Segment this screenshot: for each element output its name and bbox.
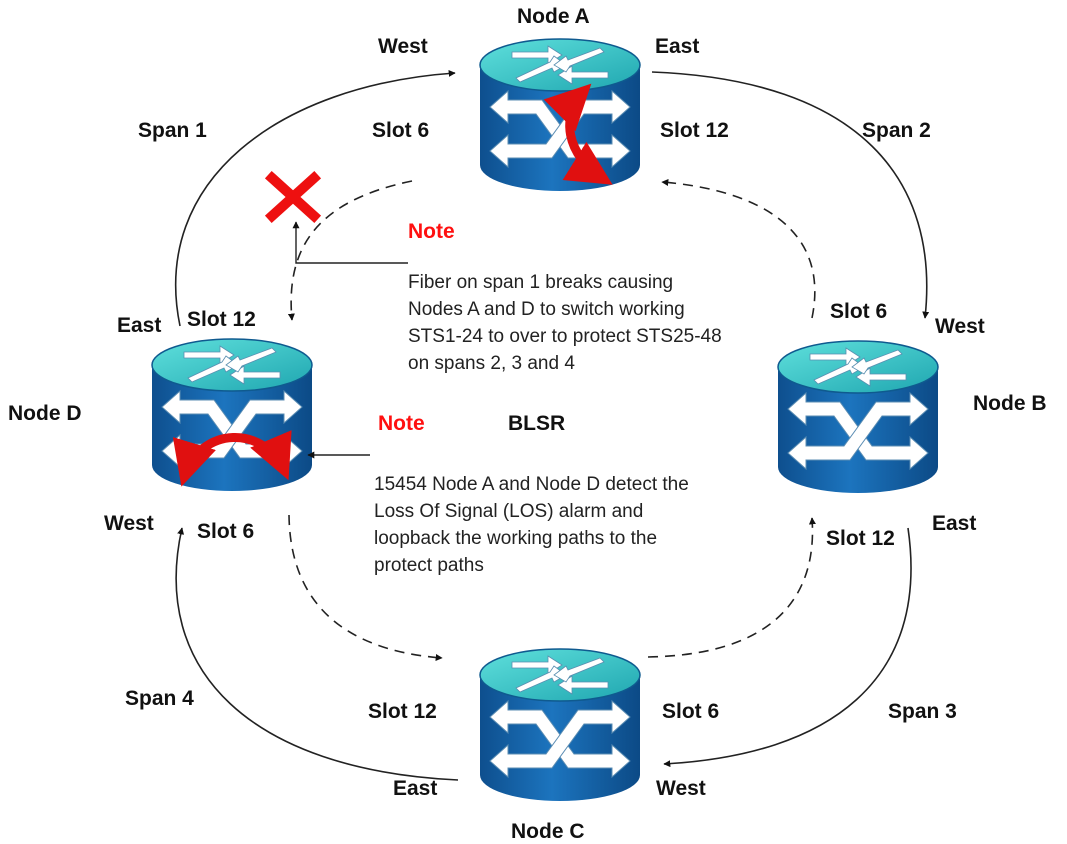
router-node-b xyxy=(777,340,939,494)
node-c-east-label: East xyxy=(393,777,437,800)
note-2-line-2: Loss Of Signal (LOS) alarm and xyxy=(374,501,643,522)
note-1-pointer xyxy=(292,221,408,264)
note-2-line-4: protect paths xyxy=(374,555,484,576)
node-d-label: Node D xyxy=(8,402,82,425)
span-2-fiber xyxy=(651,71,930,319)
node-c-slot-6-label: Slot 6 xyxy=(662,700,719,723)
note-2-line-3: loopback the working paths to the xyxy=(374,528,657,549)
node-a-label: Node A xyxy=(517,5,590,28)
node-a-east-label: East xyxy=(655,35,699,58)
protect-path-a-b xyxy=(661,179,816,319)
node-c-label: Node C xyxy=(511,820,585,843)
span-1-fiber xyxy=(174,69,456,327)
span-4-fiber xyxy=(175,527,459,781)
node-d-slot-6-label: Slot 6 xyxy=(197,520,254,543)
node-b-label: Node B xyxy=(973,392,1047,415)
node-d-west-label: West xyxy=(104,512,154,535)
protect-path-a-d xyxy=(287,180,413,321)
node-d-east-label: East xyxy=(117,314,161,337)
loopback-arrow-node-a xyxy=(543,83,613,185)
span-4-label: Span 4 xyxy=(125,687,194,710)
note-2-line-1: 15454 Node A and Node D detect the xyxy=(374,474,689,495)
span-2-label: Span 2 xyxy=(862,119,931,142)
protect-path-c-b xyxy=(647,517,816,658)
span-1-label: Span 1 xyxy=(138,119,207,142)
node-a-west-label: West xyxy=(378,35,428,58)
node-b-slot-12-label: Slot 12 xyxy=(826,527,895,550)
note-1-line-2: Nodes A and D to switch working xyxy=(408,299,685,320)
protect-path-d-c xyxy=(288,514,443,661)
fiber-break-x-icon xyxy=(264,170,322,224)
note-1-line-1: Fiber on span 1 breaks causing xyxy=(408,272,673,293)
note-1-title: Note xyxy=(408,220,455,243)
node-c-slot-12-label: Slot 12 xyxy=(368,700,437,723)
note-1-line-3: STS1-24 to over to protect STS25-48 xyxy=(408,326,722,347)
note-1-line-4: on spans 2, 3 and 4 xyxy=(408,353,575,374)
note-2-title: Note xyxy=(378,412,425,435)
node-a-slot-12-label: Slot 12 xyxy=(660,119,729,142)
node-c-west-label: West xyxy=(656,777,706,800)
node-b-east-label: East xyxy=(932,512,976,535)
node-b-slot-6-label: Slot 6 xyxy=(830,300,887,323)
router-node-c xyxy=(479,648,641,802)
blsr-label: BLSR xyxy=(508,412,565,435)
node-d-slot-12-label: Slot 12 xyxy=(187,308,256,331)
node-a-slot-6-label: Slot 6 xyxy=(372,119,429,142)
loopback-arrow-node-d xyxy=(172,430,292,487)
router-node-a xyxy=(479,38,641,192)
span-3-label: Span 3 xyxy=(888,700,957,723)
node-b-west-label: West xyxy=(935,315,985,338)
span-3-fiber xyxy=(663,527,912,768)
